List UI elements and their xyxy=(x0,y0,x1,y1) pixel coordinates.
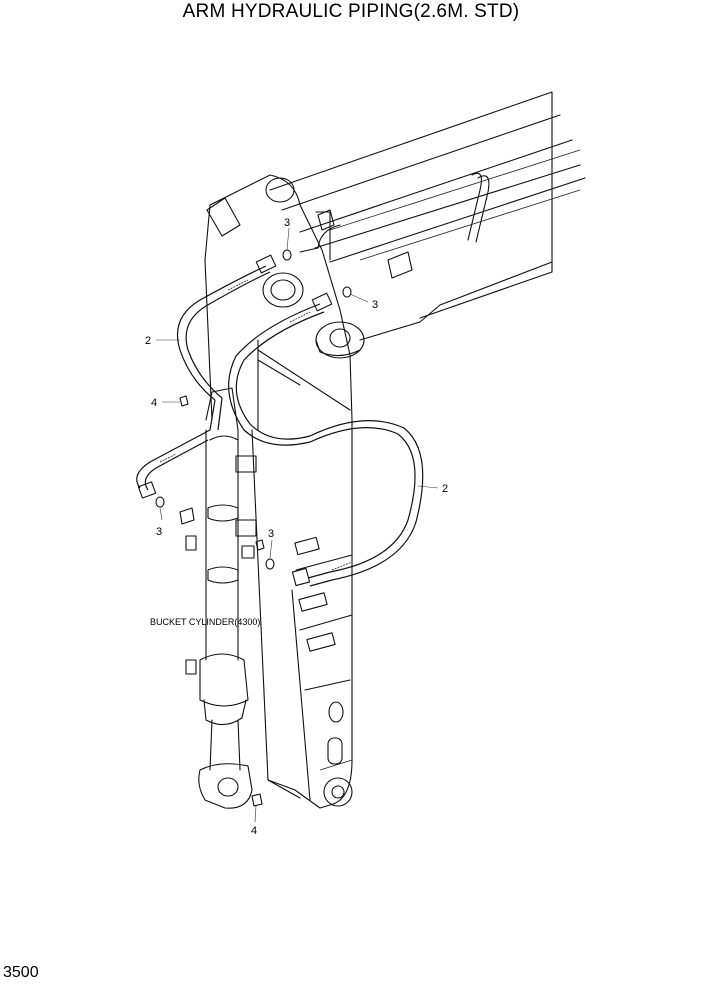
callout-number: 2 xyxy=(145,335,151,347)
o-rings xyxy=(155,249,352,570)
o-ring xyxy=(155,496,165,508)
o-ring xyxy=(282,249,292,261)
component-label: BUCKET CYLINDER(4300) xyxy=(150,617,260,627)
callout-number: 3 xyxy=(156,526,162,538)
plug xyxy=(179,395,189,407)
hose-upper xyxy=(176,254,277,431)
callout-number: 3 xyxy=(284,217,290,229)
callout-number: 3 xyxy=(268,528,274,540)
page-title: ARM HYDRAULIC PIPING(2.6M. STD) xyxy=(182,1,520,22)
grease-plugs xyxy=(179,395,263,807)
callout-number: 4 xyxy=(251,825,257,837)
o-ring xyxy=(265,558,275,570)
hose-left-fitting xyxy=(136,429,265,551)
hose-lower xyxy=(228,292,424,587)
boom xyxy=(269,91,586,319)
page-number: 3500 xyxy=(3,964,39,981)
leaders xyxy=(156,227,439,823)
bucket-cylinder xyxy=(185,387,257,809)
arm-body xyxy=(204,174,441,809)
o-ring xyxy=(342,286,352,298)
callout-number: 3 xyxy=(372,299,378,311)
callout-number: 2 xyxy=(442,483,448,495)
plug xyxy=(251,793,263,807)
callout-number: 4 xyxy=(151,397,157,409)
